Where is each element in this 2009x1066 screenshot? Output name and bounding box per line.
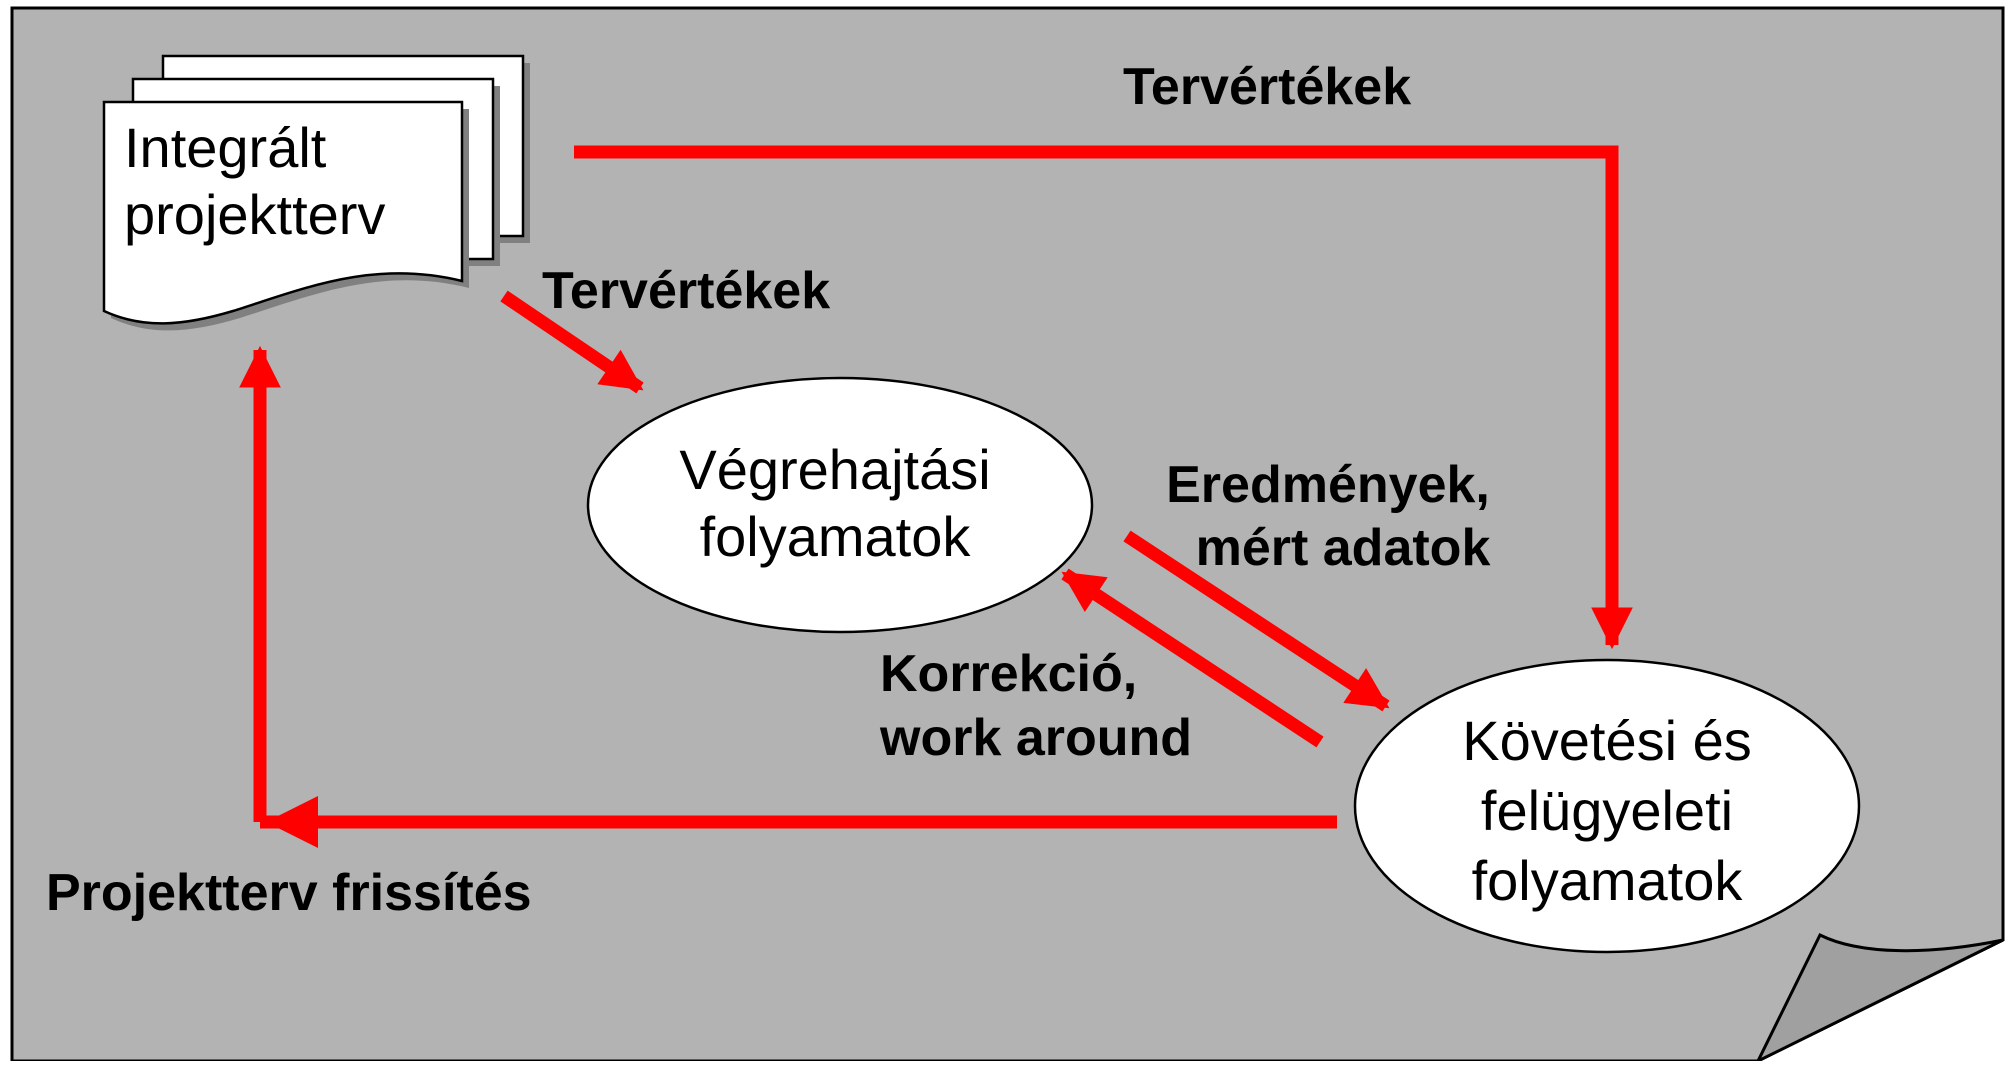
arrow-execution-to-monitoring: [1123, 530, 1390, 712]
edge-label-plan-update: Projektterv frissítés: [46, 864, 532, 922]
edge-label-results-line1: Eredmények,: [1166, 456, 1490, 514]
arrow-monitoring-to-execution: [1061, 568, 1324, 748]
monitoring-process-node: Követési és felügyeleti folyamatok: [1353, 658, 1861, 954]
page-curl: [1754, 932, 2004, 1065]
edge-label-correction-line1: Korrekció,: [880, 645, 1137, 703]
edge-label-plan-to-monitoring: Tervértékek: [1123, 58, 1411, 116]
monitoring-process-label-line1: Követési és: [1462, 709, 1752, 772]
execution-process-label-line1: Végrehajtási: [679, 438, 990, 501]
arrow-plan-to-monitoring: [574, 145, 1633, 650]
monitoring-process-label-line2: felügyeleti: [1481, 779, 1733, 842]
execution-process-ellipse: [586, 376, 1094, 634]
arrows: [239, 145, 1633, 829]
edge-label-correction-line2: work around: [879, 709, 1192, 767]
monitoring-process-ellipse: [1353, 658, 1861, 954]
plan-document-label-line2: projektterv: [124, 183, 385, 246]
arrowhead-left-on-bottom-line: [266, 796, 318, 848]
plan-document-label-line1: Integrált: [124, 116, 327, 179]
execution-process-node: Végrehajtási folyamatok: [586, 376, 1094, 634]
plan-document-node: Integrált projektterv: [102, 54, 530, 331]
edge-label-plan-to-execution: Tervértékek: [542, 262, 830, 320]
arrow-plan-to-execution: [500, 290, 644, 394]
monitoring-process-label-line3: folyamatok: [1472, 849, 1744, 912]
execution-process-label-line2: folyamatok: [700, 505, 972, 568]
document-page-front: [102, 100, 464, 325]
edge-label-results-line2: mért adatok: [1196, 519, 1491, 577]
